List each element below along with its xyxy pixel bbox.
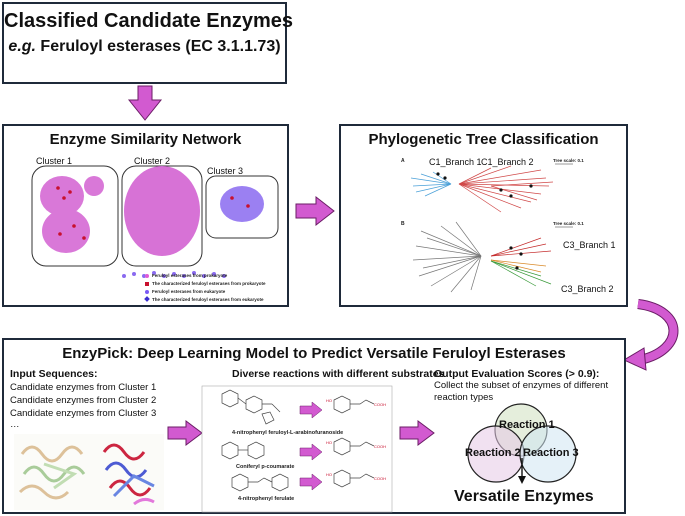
network-graphic (31, 165, 279, 302)
input-cluster2: Candidate enzymes from Cluster 2 (10, 395, 157, 406)
svg-text:HO: HO (326, 398, 332, 403)
svg-text:HO: HO (326, 440, 332, 445)
versatile-enzymes-label: Versatile Enzymes (454, 488, 594, 505)
enzypick-title: EnzyPick: Deep Learning Model to Predict… (62, 345, 566, 362)
protein-structures (14, 434, 164, 510)
c1-branch1-label: C1_Branch 1 (429, 157, 482, 167)
substrate-structures (221, 389, 289, 492)
cluster2-nodes (124, 166, 200, 256)
right-arrow-2 (167, 420, 203, 446)
input-heading: Input Sequences: (10, 368, 98, 380)
c3-branch1-label: C3_Branch 1 (563, 240, 616, 250)
candidate-enzymes-subtitle: e.g. Feruloyl esterases (EC 3.1.1.73) (4, 38, 285, 56)
ferulic-products (333, 395, 375, 488)
phylogenetic-tree-title: Phylogenetic Tree Classification (368, 131, 599, 148)
output-desc-1: Collect the subset of enzymes of differe… (434, 380, 609, 391)
similarity-network-box: Enzyme Similarity Network Cluster 1 Clus… (2, 124, 289, 307)
svg-text:COOH: COOH (374, 476, 386, 481)
venn-diagram (467, 403, 577, 484)
c3-branch2-label: C3_Branch 2 (561, 284, 614, 294)
cluster1-label: Cluster 1 (36, 156, 73, 166)
panel-b-label: B (401, 221, 405, 227)
network-legend-markers (144, 274, 150, 302)
input-cluster3: Candidate enzymes from Cluster 3 (10, 408, 157, 419)
svg-text:COOH: COOH (374, 444, 386, 449)
cluster2-label: Cluster 2 (134, 156, 171, 166)
cluster1-nodes (40, 176, 104, 253)
c3-grey-tree (412, 221, 482, 293)
candidate-enzymes-box: Classified Candidate Enzymes e.g. Ferulo… (2, 2, 293, 84)
legend-item-4: The characterized feruloyl esterases fro… (152, 297, 264, 302)
reactions-heading: Diverse reactions with different substra… (232, 368, 445, 380)
venn-reaction1: Reaction 1 (499, 419, 555, 431)
tree-scale-a: Tree scale: 0.1 (553, 158, 584, 163)
substrate-2: Coniferyl p-coumarate (236, 464, 295, 470)
tree-scale-b: Tree scale: 0.1 (553, 221, 584, 226)
cluster3-nodes (220, 186, 264, 222)
c3-branch2-tree (490, 260, 552, 287)
down-arrow-1 (127, 85, 163, 121)
output-heading: Output Evaluation Scores (> 0.9): (434, 368, 600, 380)
enzypick-box: EnzyPick: Deep Learning Model to Predict… (2, 338, 626, 514)
ec-text: Feruloyl esterases (EC 3.1.1.73) (35, 38, 281, 55)
bridge-nodes (122, 271, 226, 278)
substrate-1: 4-nitrophenyl feruloyl-L-arabinofuranosi… (232, 430, 344, 436)
panel-a-label: A (401, 158, 405, 164)
svg-text:COOH: COOH (374, 402, 386, 407)
phylogenetic-tree-box: Phylogenetic Tree Classification A Tree … (339, 124, 628, 307)
legend-item-1: Feruloyl esterases from prokaryote (152, 273, 228, 278)
venn-reaction2: Reaction 2 (465, 447, 521, 459)
svg-text:HO: HO (326, 472, 332, 477)
c1-branch1-tree (410, 171, 452, 197)
venn-reaction3: Reaction 3 (523, 447, 579, 459)
substrate-3: 4-nitrophenyl ferulate (238, 496, 295, 502)
right-arrow-1 (295, 195, 335, 227)
legend-item-2: The characterized feruloyl esterases fro… (152, 281, 266, 286)
input-ellipsis: … (10, 419, 20, 430)
curved-arrow (622, 299, 679, 371)
input-cluster1: Candidate enzymes from Cluster 1 (10, 382, 157, 393)
output-desc-2: reaction types (434, 392, 494, 403)
similarity-network-title: Enzyme Similarity Network (49, 131, 242, 148)
legend-item-3: Feruloyl esterases from eukaryote (152, 289, 226, 294)
tree-graphic (410, 163, 573, 293)
reactions-panel: HO HO HO COOH COOH COOH (201, 385, 393, 513)
c1-branch2-tree (458, 165, 554, 213)
candidate-enzymes-title: Classified Candidate Enzymes (4, 10, 293, 32)
eg-text: e.g. (8, 38, 36, 55)
c1-branch2-label: C1_Branch 2 (481, 157, 534, 167)
right-arrow-3 (399, 420, 435, 446)
reaction-arrows (299, 401, 323, 491)
cluster3-label: Cluster 3 (207, 166, 244, 176)
